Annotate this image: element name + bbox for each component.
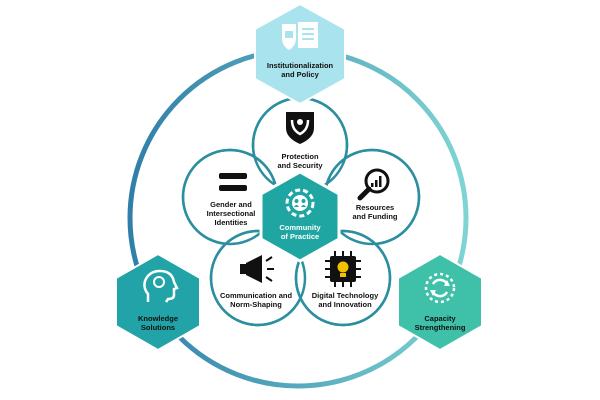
- node-capacity-line1: Capacity: [424, 314, 456, 323]
- petal-gender-line1: Gender and: [210, 200, 252, 209]
- petal-digital-line2: and Innovation: [318, 300, 372, 309]
- node-capacity-line2: Strengthening: [415, 323, 466, 332]
- megaphone-icon: [240, 255, 274, 283]
- node-knowledge: Knowledge Solutions: [115, 252, 201, 352]
- petal-digital-line1: Digital Technology: [312, 291, 379, 300]
- node-knowledge-line1: Knowledge: [138, 314, 178, 323]
- cycle-arrows-icon: [424, 272, 456, 304]
- chip-bulb-icon: [325, 251, 361, 287]
- petal-gender-line3: Identities: [215, 218, 248, 227]
- node-knowledge-line2: Solutions: [141, 323, 175, 332]
- petal-communication-line2: Norm-Shaping: [230, 300, 282, 309]
- center-line1: Community: [279, 223, 321, 232]
- head-brain-icon: [143, 269, 179, 303]
- equals-icon: [219, 173, 247, 191]
- petal-gender-line2: Intersectional: [207, 209, 256, 218]
- petal-communication-line1: Communication and: [220, 291, 293, 300]
- petal-protection-line1: Protection: [281, 152, 319, 161]
- center-line2: of Practice: [281, 232, 319, 241]
- node-capacity: Capacity Strengthening: [397, 252, 483, 352]
- gear-people-icon: [285, 188, 315, 218]
- petal-resources-line2: and Funding: [353, 212, 398, 221]
- center-hex: Community of Practice: [259, 170, 341, 263]
- node-institutionalization: Institutionalization and Policy: [254, 2, 346, 106]
- node-institutionalization-line2: and Policy: [281, 70, 319, 79]
- petal-resources-line1: Resources: [356, 203, 394, 212]
- policy-document-icon: [282, 22, 318, 50]
- shield-hands-icon: [286, 112, 314, 144]
- petal-protection-line2: and Security: [277, 161, 323, 170]
- node-institutionalization-line1: Institutionalization: [267, 61, 334, 70]
- magnifier-chart-icon: [357, 168, 390, 201]
